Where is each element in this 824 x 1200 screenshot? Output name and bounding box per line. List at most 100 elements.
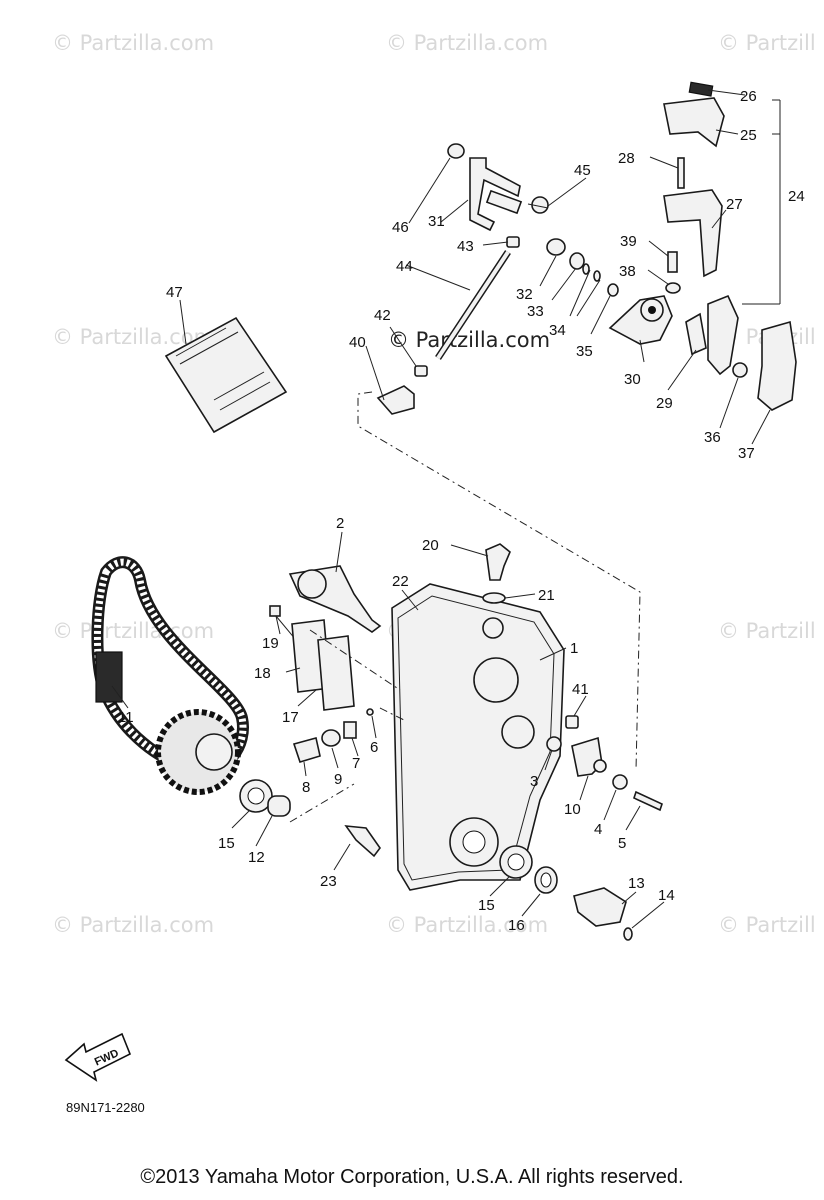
callout-1: 1	[570, 640, 578, 657]
part-8-plug	[292, 737, 321, 763]
callout-31: 31	[428, 213, 445, 230]
callout-13: 13	[628, 875, 645, 892]
callout-30: 30	[624, 371, 641, 388]
callout-37: 37	[738, 445, 755, 462]
part-6-ball	[366, 708, 374, 716]
part-46-cap	[447, 143, 465, 159]
part-40-rod-end	[376, 385, 415, 415]
part-36-bushing	[732, 362, 748, 378]
callout-23: 23	[320, 873, 337, 890]
callout-27: 27	[726, 196, 743, 213]
callout-46: 46	[392, 219, 409, 236]
watermark: © Partzill	[718, 31, 816, 55]
part-17-shim	[317, 635, 355, 711]
part-1-chaincase	[391, 583, 565, 891]
callout-39: 39	[620, 233, 637, 250]
decal-47	[164, 316, 288, 434]
sprocket-hub	[195, 733, 233, 771]
callout-29: 29	[656, 395, 673, 412]
callout-6: 6	[370, 739, 378, 756]
callout-14: 14	[658, 887, 675, 904]
callout-11: 11	[118, 709, 134, 726]
watermark: © Partzill	[718, 913, 816, 937]
callout-36: 36	[704, 429, 721, 446]
callout-8: 8	[302, 779, 310, 796]
callout-40: 40	[349, 334, 366, 351]
part-11-chain-link	[95, 651, 123, 703]
part-39-bolt	[667, 251, 678, 273]
part-20-breather	[485, 543, 511, 581]
part-1-boss-upper	[473, 657, 519, 703]
part-42-nut	[414, 365, 428, 377]
diagram-id: 89N171-2280	[66, 1100, 145, 1115]
chaincase-group	[91, 543, 663, 941]
callout-16: 16	[508, 917, 525, 934]
part-43-nut	[506, 236, 520, 248]
callout-25: 25	[740, 127, 757, 144]
callout-35: 35	[576, 343, 593, 360]
fwd-arrow-icon: FWD	[64, 1032, 132, 1082]
callout-47: 47	[166, 284, 183, 301]
part-9-washer	[321, 729, 341, 747]
callout-9: 9	[334, 771, 342, 788]
part-23-bolt	[344, 825, 381, 858]
part-12-bushing	[267, 795, 291, 817]
part-33-washer	[569, 252, 585, 270]
callout-7: 7	[352, 755, 360, 772]
assembly-line	[289, 783, 355, 823]
part-34-washer	[593, 270, 601, 282]
callout-2: 2	[336, 515, 344, 532]
callout-21: 21	[538, 587, 555, 604]
part-21-o-ring	[482, 592, 506, 604]
assembly-line	[379, 707, 405, 721]
watermark: © Partzilla.com	[52, 619, 214, 643]
callout-3: 3	[530, 773, 538, 790]
callout-12: 12	[248, 849, 265, 866]
assembly-line	[309, 629, 401, 691]
watermark: © Partzilla.com	[386, 913, 548, 937]
callout-19: 19	[262, 635, 279, 652]
callout-24: 24	[788, 188, 805, 205]
part-26-pad	[688, 81, 714, 97]
callout-26: 26	[740, 88, 757, 105]
part-35-washer	[607, 283, 619, 297]
part-27-lever	[663, 189, 723, 278]
part-7-spring	[343, 721, 357, 739]
part-37-cover	[757, 320, 797, 411]
assembly-line	[357, 391, 641, 771]
callout-20: 20	[422, 537, 439, 554]
part-29-plate	[685, 312, 707, 356]
watermark: © Partzilla.com	[52, 913, 214, 937]
watermark-center: © Partzilla.com	[388, 328, 550, 352]
callout-28: 28	[618, 150, 635, 167]
shift-linkage-group	[376, 81, 797, 415]
callout-22: 22	[392, 573, 409, 590]
callout-33: 33	[527, 303, 544, 320]
part-30-bracket	[608, 295, 673, 345]
callout-layer: 26 25 24 28 27 39 38 45 46 31 43 44 32 3…	[118, 88, 805, 934]
leader-lines	[111, 89, 771, 929]
part-25-pedal	[663, 97, 725, 148]
callout-15: 15	[478, 897, 495, 914]
callout-4: 4	[594, 821, 602, 838]
part-41-nut	[565, 715, 579, 729]
callout-15: 15	[218, 835, 235, 852]
copyright-notice: ©2013 Yamaha Motor Corporation, U.S.A. A…	[140, 1166, 684, 1188]
callout-17: 17	[282, 709, 299, 726]
part-31-shift-arm	[469, 157, 521, 232]
watermark: © Partzilla.com	[386, 31, 548, 55]
part-13-shaft	[573, 887, 627, 927]
part-14-o-ring	[623, 927, 633, 941]
callout-42: 42	[374, 307, 391, 324]
callout-38: 38	[619, 263, 636, 280]
part-28-bolt	[677, 157, 685, 189]
part-38-washer	[665, 282, 681, 294]
watermark: © Partzill	[718, 619, 816, 643]
callout-18: 18	[254, 665, 271, 682]
part-1-boss-mid	[501, 715, 535, 749]
callout-32: 32	[516, 286, 533, 303]
callout-44: 44	[396, 258, 413, 275]
part-5-bolt	[633, 790, 663, 812]
part-3-collar	[546, 736, 562, 752]
